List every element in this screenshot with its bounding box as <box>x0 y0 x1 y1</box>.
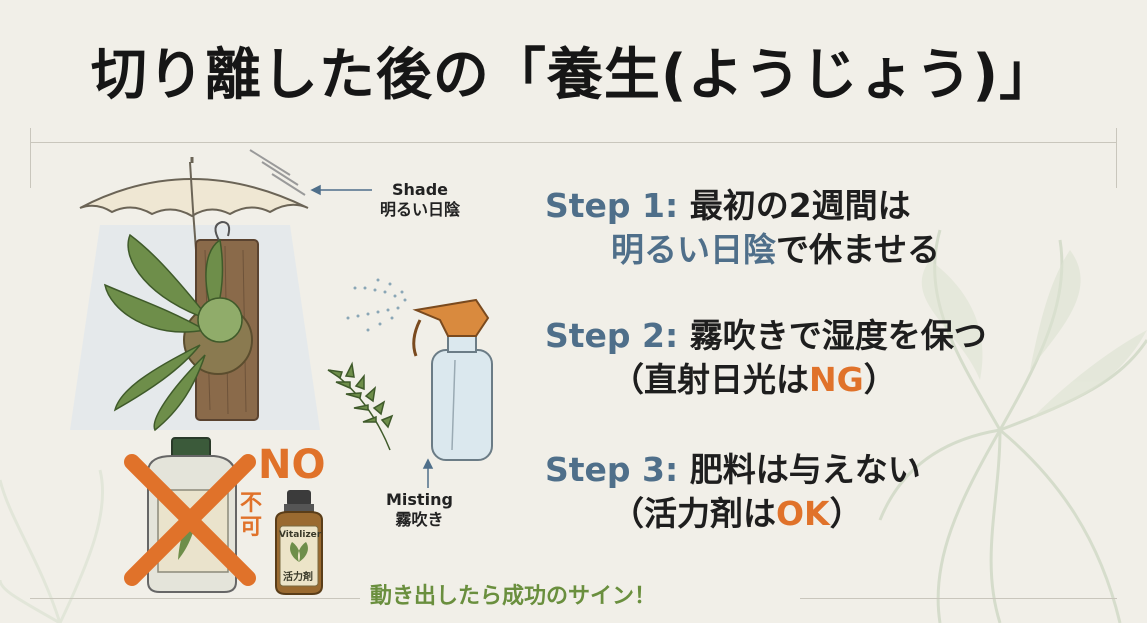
step-1: Step 1: 最初の2週間は 明るい日陰で休ませる <box>545 184 940 272</box>
spray-bottle-icon <box>412 298 493 461</box>
misting-label-ja: 霧吹き <box>395 510 444 529</box>
misting-label-en: Misting <box>386 490 453 509</box>
fuka-label: 不可 <box>240 491 263 540</box>
page-title: 切り離した後の「養生(ようじょう)」 <box>0 30 1147 111</box>
shade-label-ja: 明るい日陰 <box>380 200 461 219</box>
step-1-line1: 最初の2週間は <box>689 186 911 225</box>
step-3-highlight: OK <box>776 494 830 533</box>
misting-arrow <box>422 458 434 488</box>
misting-label: Misting 霧吹き <box>386 490 453 530</box>
step-2-key: Step 2: <box>545 316 679 355</box>
mist-spray-dots <box>346 278 407 332</box>
shade-label-en: Shade <box>392 180 449 199</box>
frame-line-left <box>30 128 31 188</box>
shade-label: Shade 明るい日陰 <box>380 180 460 220</box>
title-pre: 切り離した後の「 <box>90 43 547 108</box>
step-2-line1: 霧吹きで湿度を保つ <box>689 316 987 355</box>
shade-arrow <box>310 184 372 196</box>
staghorn-fern-plant <box>103 233 243 432</box>
fern-sprig <box>327 361 394 451</box>
step-1-line2-rest: で休ませる <box>776 230 941 269</box>
prohibited-x-icon <box>124 454 256 586</box>
no-label: NO <box>258 442 326 488</box>
step-2-highlight: NG <box>809 360 864 399</box>
success-sign-note: 動き出したら成功のサイン！ <box>370 584 657 609</box>
vitalizer-ja-label: 活力剤 <box>283 572 313 583</box>
step-3-line2: （活力剤はOK） <box>545 492 921 536</box>
step-2-line2-pre: （直射日光は <box>611 360 809 399</box>
step-3-line2-post: ） <box>829 494 863 533</box>
step-3-line1: 肥料は与えない <box>689 450 921 489</box>
step-1-key: Step 1: <box>545 186 679 225</box>
step-2: Step 2: 霧吹きで湿度を保つ （直射日光はNG） <box>545 314 987 402</box>
step-2-line2-post: ） <box>863 360 897 399</box>
vitalizer-bottle-icon <box>275 490 323 595</box>
step-3-line2-pre: （活力剤は <box>611 494 776 533</box>
vitalizer-label: Vitalizer <box>279 530 322 540</box>
step-1-highlight: 明るい日陰 <box>611 230 776 269</box>
umbrella-icon <box>79 157 309 251</box>
care-illustration <box>70 149 493 595</box>
frame-line-bottom-right <box>800 598 1117 599</box>
step-2-line2: （直射日光はNG） <box>545 358 987 402</box>
frame-line-bottom <box>30 598 360 599</box>
frame-line-top <box>30 142 1117 143</box>
title-highlight: 養生 <box>546 43 661 108</box>
step-1-line2: 明るい日陰で休ませる <box>545 228 940 272</box>
frame-line-right <box>1116 128 1117 188</box>
title-post: (ようじょう)」 <box>660 43 1057 108</box>
step-3-key: Step 3: <box>545 450 679 489</box>
sun-ray-icons <box>249 149 306 196</box>
step-3: Step 3: 肥料は与えない （活力剤はOK） <box>545 448 921 536</box>
